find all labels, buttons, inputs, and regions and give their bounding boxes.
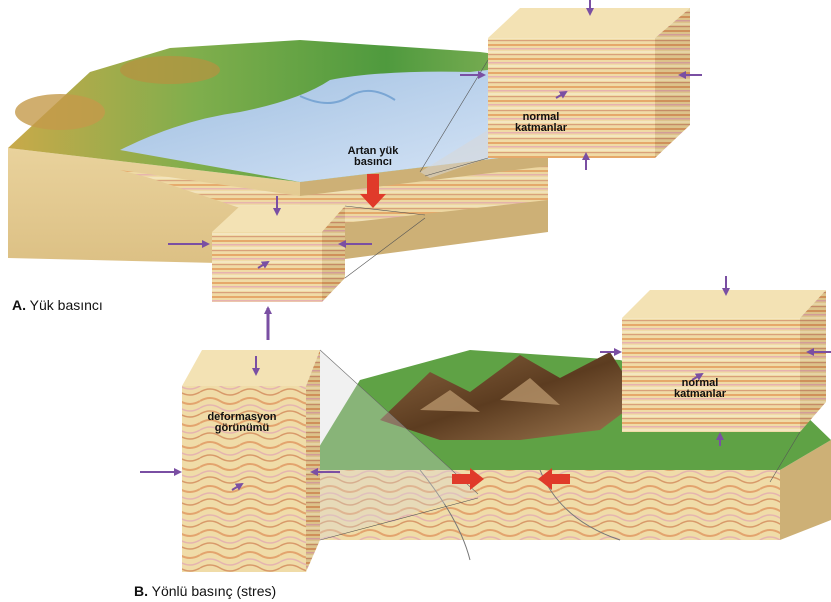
panel-b-compression-arrows bbox=[452, 468, 570, 490]
panel-a-normal-layers-label: normal katmanlar bbox=[506, 112, 576, 134]
panel-a-normal-layers-cube bbox=[419, 8, 690, 178]
panel-b-caption-text: Yönlü basınç (stres) bbox=[151, 583, 277, 599]
panel-b-normal-label-line1: normal bbox=[681, 377, 719, 389]
panel-a-block bbox=[8, 40, 548, 265]
increasing-load-label: Artan yük basıncı bbox=[335, 146, 411, 168]
panel-b-caption-letter: B. bbox=[134, 583, 148, 599]
panel-b-normal-label-line2: katmanlar bbox=[674, 388, 726, 400]
panel-a-normal-label-line1: normal bbox=[522, 111, 560, 123]
panel-a-caption-text: Yük basıncı bbox=[29, 297, 103, 313]
increasing-load-label-line1: Artan yük bbox=[347, 145, 399, 157]
panel-b-normal-layers-cube bbox=[622, 290, 826, 483]
panel-a-normal-label-line2: katmanlar bbox=[515, 122, 567, 134]
panel-b-deformation-cube bbox=[182, 349, 479, 572]
increasing-load-label-line2: basıncı bbox=[354, 156, 392, 168]
panel-a-pressure-arrows bbox=[168, 0, 702, 340]
panel-b-caption: B. Yönlü basınç (stres) bbox=[134, 583, 276, 599]
panel-b-block bbox=[305, 350, 831, 561]
panel-a-load-arrow bbox=[360, 174, 386, 208]
deformation-label-line2: görünümü bbox=[214, 422, 270, 434]
deformation-label: deformasyon görünümü bbox=[192, 412, 292, 434]
panel-b-pressure-arrows bbox=[140, 276, 831, 491]
panel-a-caption-letter: A. bbox=[12, 297, 26, 313]
deformation-label-line1: deformasyon bbox=[207, 411, 277, 423]
panel-a-caption: A. Yük basıncı bbox=[12, 297, 103, 313]
panel-b-normal-layers-label: normal katmanlar bbox=[660, 378, 740, 400]
